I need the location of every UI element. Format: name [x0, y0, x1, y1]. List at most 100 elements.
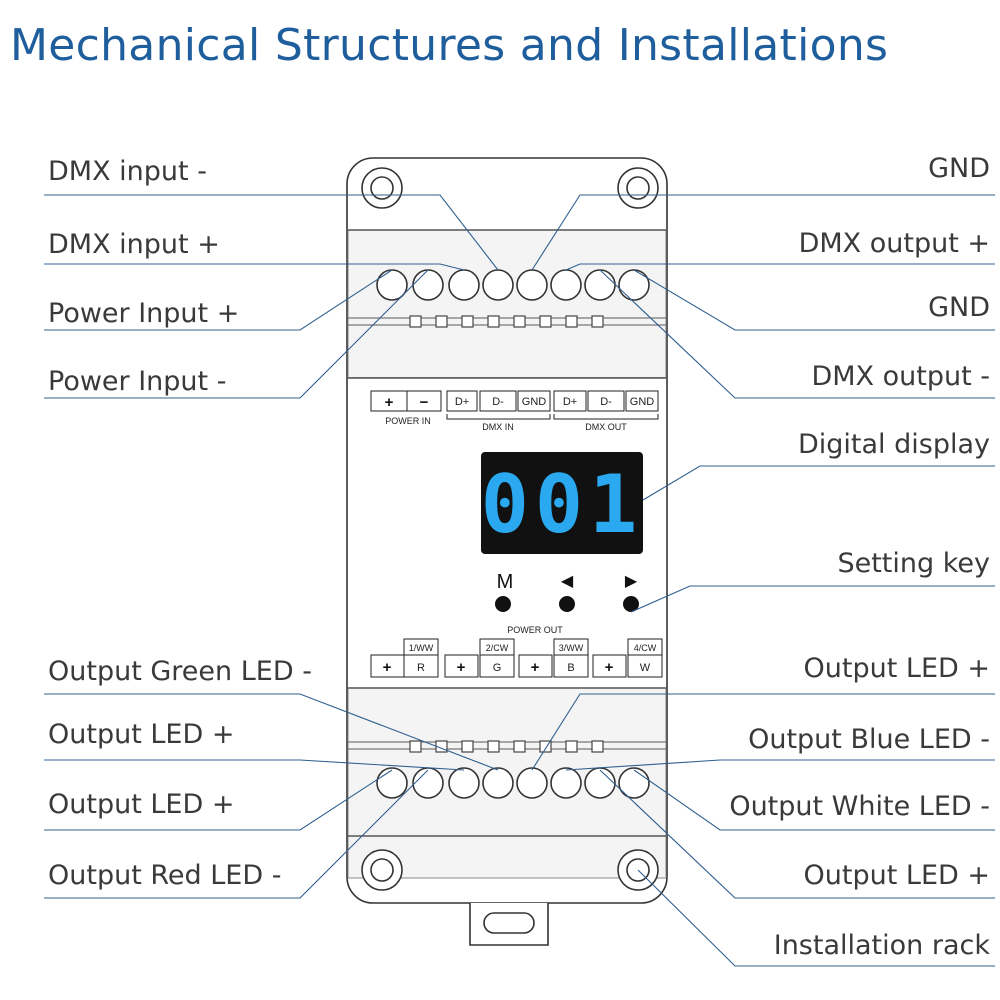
out-letter-b: B	[567, 662, 574, 674]
out-letter-w: W	[640, 662, 651, 674]
vent-slot	[461, 740, 474, 753]
out-letter-r: R	[417, 662, 425, 674]
leader-line	[637, 869, 995, 967]
bottom-screw-terminal	[516, 767, 548, 799]
leader-line	[531, 194, 995, 271]
vent-slot	[409, 315, 422, 328]
callout-label-left: DMX input -	[48, 156, 207, 187]
callout-label-right: DMX output -	[811, 361, 990, 392]
vent-slot	[565, 315, 578, 328]
page-title: Mechanical Structures and Installations	[10, 20, 889, 71]
top-screw-terminals	[376, 269, 650, 301]
callout-label-right: Output LED +	[804, 653, 990, 684]
callout-label-right: Setting key	[837, 548, 990, 579]
top-screw-terminal	[482, 269, 514, 301]
leader-line	[633, 269, 995, 331]
out-plus-label-3: +	[531, 659, 540, 676]
vent-slot	[487, 740, 500, 753]
right-key-button[interactable]	[623, 596, 639, 612]
power-minus-label: −	[420, 394, 429, 411]
callout-label-right: GND	[928, 292, 990, 323]
dmx-in-d-plus-label: D+	[455, 396, 469, 408]
bottom-screw-terminal	[584, 767, 616, 799]
top-vent-slots	[409, 315, 604, 328]
callout-label-left: Output Green LED -	[48, 656, 312, 687]
dmx-in-gnd-label: GND	[522, 396, 547, 408]
out-tag-4: 4/CW	[634, 643, 657, 653]
vent-slot	[591, 740, 604, 753]
callout-label-left: Output LED +	[48, 719, 234, 750]
callout-label-right: GND	[928, 153, 990, 184]
callout-labels-right: GND DMX output + GND DMX output - Digital di…	[729, 153, 990, 961]
top-screw-terminal	[550, 269, 582, 301]
leader-line	[565, 263, 995, 271]
bottom-screw-terminal	[448, 767, 480, 799]
top-screw-terminal	[412, 269, 444, 301]
leader-line	[630, 585, 995, 613]
bottom-terminal-labels: POWER OUT + 1/WW R + 2/CW G + 3/WW B + 4…	[370, 625, 663, 678]
top-screw-terminal	[584, 269, 616, 301]
top-screw-terminal	[618, 269, 650, 301]
dmx-in-caption: DMX IN	[482, 422, 514, 432]
callout-label-left: Output LED +	[48, 789, 234, 820]
leader-line	[642, 465, 995, 501]
vent-slot	[513, 740, 526, 753]
leader-line	[44, 769, 393, 831]
out-tag-3: 3/WW	[559, 643, 584, 653]
power-plus-label: +	[385, 394, 394, 411]
top-screw-terminal	[516, 269, 548, 301]
vent-slot	[435, 315, 448, 328]
power-in-caption: POWER IN	[385, 416, 431, 426]
leader-line	[44, 263, 465, 271]
leader-line	[531, 693, 995, 771]
dmx-out-d-plus-label: D+	[563, 396, 577, 408]
leader-line	[44, 269, 429, 399]
leader-line	[44, 194, 499, 271]
left-key-button[interactable]	[559, 596, 575, 612]
out-plus-label-1: +	[383, 659, 392, 676]
dmx-out-caption: DMX OUT	[585, 422, 627, 432]
power-out-caption: POWER OUT	[507, 625, 563, 635]
leader-line	[44, 269, 393, 331]
callout-label-right: Output White LED -	[729, 791, 990, 822]
display-value: 001	[481, 458, 644, 551]
vent-slot	[591, 315, 604, 328]
dmx-in-d-minus-label: D-	[492, 396, 504, 408]
callout-label-right: Output Blue LED -	[748, 724, 990, 755]
callout-label-right: Installation rack	[774, 930, 991, 961]
top-terminal-labels: + − D+ D- GND D+ D- GND POWER IN DMX IN …	[370, 390, 659, 432]
callout-label-left: Power Input +	[48, 298, 239, 329]
callout-label-right: Output LED +	[804, 860, 990, 891]
key-right-label: ▶	[625, 571, 638, 590]
leader-line	[44, 693, 499, 771]
setting-keys: M ◀ ▶	[495, 571, 639, 612]
callout-label-right: Digital display	[798, 429, 990, 460]
callout-labels-left: DMX input -DMX input +Power Input +Power…	[48, 156, 312, 891]
bottom-screw-terminal	[550, 767, 582, 799]
out-tag-2: 2/CW	[486, 643, 509, 653]
callout-label-right: DMX output +	[799, 228, 990, 259]
out-plus-label-2: +	[457, 659, 466, 676]
out-plus-label-4: +	[605, 659, 614, 676]
leader-line	[633, 769, 995, 831]
vent-slot	[539, 740, 552, 753]
leader-line	[565, 759, 995, 771]
vent-slot	[487, 315, 500, 328]
leader-line	[599, 769, 995, 899]
dmx-out-gnd-label: GND	[630, 396, 655, 408]
vent-slot	[409, 740, 422, 753]
bottom-vent-slots	[409, 740, 604, 753]
callout-label-left: Power Input -	[48, 366, 226, 397]
m-key-button[interactable]	[495, 596, 511, 612]
vent-slot	[513, 315, 526, 328]
dmx-out-d-minus-label: D-	[600, 396, 612, 408]
leader-line	[599, 269, 995, 399]
leader-line	[44, 769, 429, 899]
out-letter-g: G	[493, 662, 502, 674]
callout-label-left: Output Red LED -	[48, 860, 281, 891]
vent-slot	[565, 740, 578, 753]
vent-slot	[539, 315, 552, 328]
bottom-screw-terminal	[482, 767, 514, 799]
leader-line	[44, 759, 465, 771]
